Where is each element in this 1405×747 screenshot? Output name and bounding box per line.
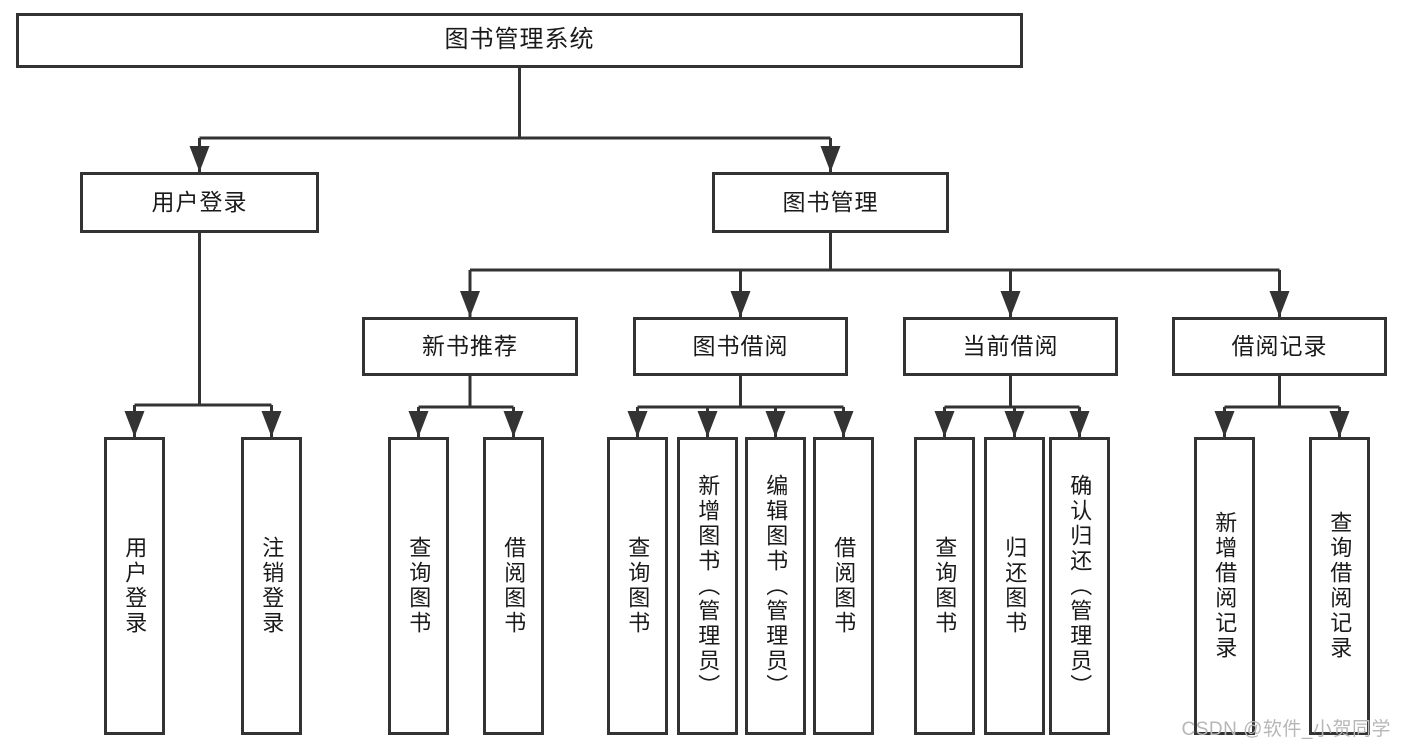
- arrow-head: [833, 411, 854, 437]
- node-label: 查询图书: [406, 536, 432, 636]
- node-n-query[interactable]: 查询图书: [388, 437, 449, 735]
- arrow-head: [460, 291, 480, 317]
- arrow-head: [1000, 291, 1021, 317]
- arrow-head: [1329, 411, 1350, 437]
- node-b-edit[interactable]: 编辑图书（管理员）: [745, 437, 806, 735]
- node-b-lend[interactable]: 借阅图书: [813, 437, 874, 735]
- node-r-add[interactable]: 新增借阅记录: [1194, 437, 1255, 735]
- node-label: 新增借阅记录: [1212, 511, 1238, 661]
- node-label: 确认归还（管理员）: [1067, 473, 1093, 699]
- node-label: 图书管理系统: [444, 26, 595, 54]
- arrow-head: [408, 411, 429, 437]
- node-label: 借阅图书: [831, 536, 857, 636]
- node-c-return[interactable]: 归还图书: [984, 437, 1045, 735]
- node-b-query[interactable]: 查询图书: [607, 437, 668, 735]
- arrow-head: [697, 411, 718, 437]
- arrow-head: [934, 411, 955, 437]
- node-n-borrow[interactable]: 借阅图书: [483, 437, 544, 735]
- arrow-head: [189, 146, 210, 172]
- node-label: 查询图书: [625, 536, 651, 636]
- arrow-head: [261, 411, 282, 437]
- node-bookmgmt[interactable]: 图书管理: [712, 172, 949, 233]
- node-borrow[interactable]: 图书借阅: [633, 317, 848, 376]
- node-label: 注销登录: [259, 536, 285, 636]
- arrow-head: [503, 411, 524, 437]
- node-label: 用户登录: [151, 188, 248, 215]
- watermark: CSDN @软件_小贺同学: [1181, 719, 1391, 740]
- node-label: 查询借阅记录: [1327, 511, 1353, 661]
- node-b-add[interactable]: 新增图书（管理员）: [677, 437, 738, 735]
- node-label: 图书借阅: [692, 332, 789, 359]
- arrow-head: [730, 291, 751, 317]
- arrow-head: [820, 146, 841, 172]
- node-c-query[interactable]: 查询图书: [914, 437, 975, 735]
- node-l-login[interactable]: 用户登录: [104, 437, 165, 735]
- node-label: 借阅图书: [501, 536, 527, 636]
- node-label: 编辑图书（管理员）: [763, 473, 789, 699]
- node-login[interactable]: 用户登录: [80, 172, 319, 233]
- node-label: 新增图书（管理员）: [695, 473, 721, 699]
- node-label: 借阅记录: [1231, 332, 1328, 359]
- arrow-head: [627, 411, 648, 437]
- arrow-head: [1214, 411, 1235, 437]
- node-newbook[interactable]: 新书推荐: [362, 317, 578, 376]
- node-l-logout[interactable]: 注销登录: [241, 437, 302, 735]
- node-records[interactable]: 借阅记录: [1172, 317, 1387, 376]
- node-r-query[interactable]: 查询借阅记录: [1309, 437, 1370, 735]
- node-root[interactable]: 图书管理系统: [16, 13, 1023, 68]
- node-label: 用户登录: [122, 536, 148, 636]
- arrow-head: [1069, 411, 1090, 437]
- node-c-confirm[interactable]: 确认归还（管理员）: [1049, 437, 1110, 735]
- node-label: 查询图书: [932, 536, 958, 636]
- node-label: 归还图书: [1002, 536, 1028, 636]
- node-label: 当前借阅: [962, 332, 1059, 359]
- arrow-head: [124, 411, 145, 437]
- arrow-head: [1269, 291, 1290, 317]
- node-current[interactable]: 当前借阅: [903, 317, 1118, 376]
- node-label: 图书管理: [782, 188, 879, 215]
- node-label: 新书推荐: [422, 332, 518, 359]
- arrow-head: [1004, 411, 1025, 437]
- arrow-head: [765, 411, 786, 437]
